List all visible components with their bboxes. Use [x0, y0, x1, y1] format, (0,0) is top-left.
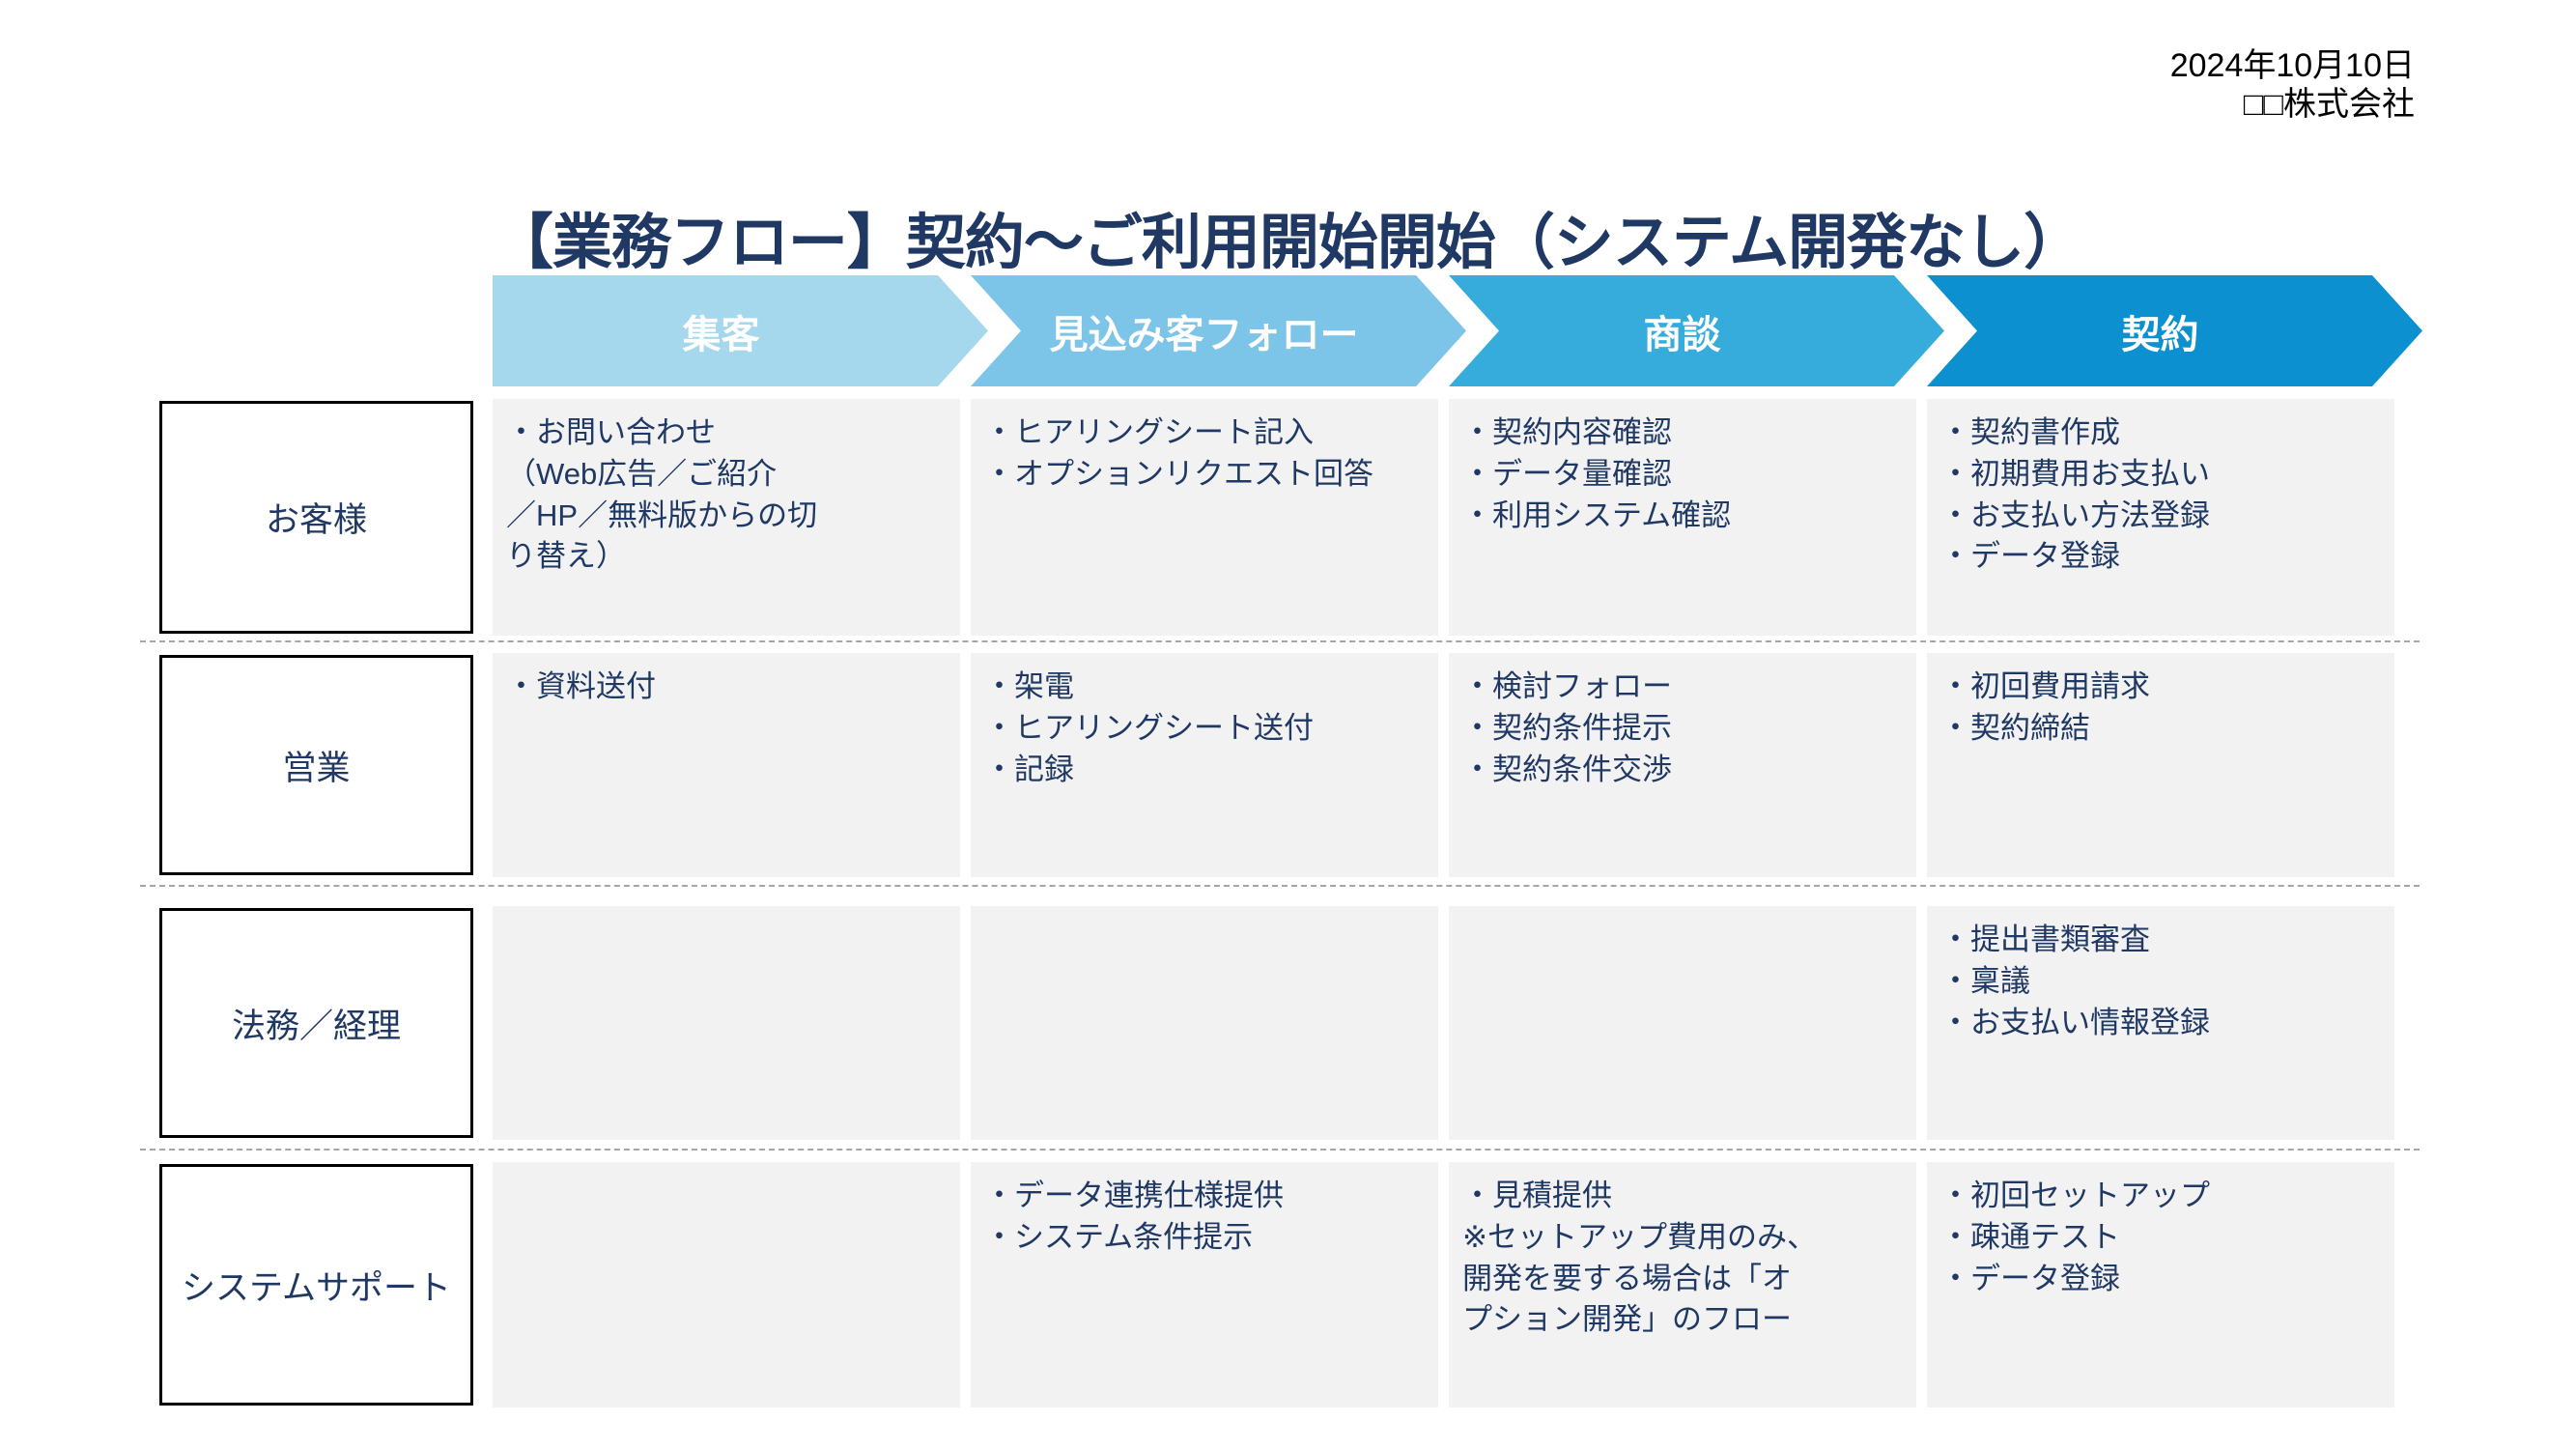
cell-support-keiyaku: ・初回セットアップ ・疎通テスト ・データ登録 — [1927, 1162, 2394, 1407]
lane-sales: 営業 ・資料送付 ・架電 ・ヒアリングシート送付 ・記録 ・検討フォロー ・契約… — [159, 653, 2410, 877]
lane-separator — [140, 885, 2420, 887]
document-meta: 2024年10月10日 □□株式会社 — [2170, 46, 2415, 124]
document-date: 2024年10月10日 — [2169, 47, 2415, 84]
cell-sales-shuukyaku: ・資料送付 — [493, 653, 960, 877]
cell-legal-shoudan — [1449, 906, 1916, 1140]
cell-support-shuukyaku — [493, 1162, 960, 1407]
phase-label: 契約 — [2121, 313, 2199, 356]
cell-customer-follow: ・ヒアリングシート記入 ・オプションリクエスト回答 — [971, 399, 1438, 636]
cell-sales-keiyaku: ・初回費用請求 ・契約締結 — [1927, 653, 2394, 877]
cell-legal-keiyaku: ・提出書類審査 ・稟議 ・お支払い情報登録 — [1927, 906, 2394, 1140]
phase-band: 集客 見込み客フォロー 商談 契約 — [493, 275, 2434, 386]
phase-arrow-mikomikyaku-follow: 見込み客フォロー — [971, 275, 1466, 386]
lane-label-text: システムサポート — [182, 1268, 451, 1307]
lane-label-system-support: システムサポート — [159, 1164, 473, 1406]
lane-customer: お客様 ・お問い合わせ （Web広告／ご紹介 ／HP／無料版からの切 り替え） … — [159, 399, 2410, 636]
cell-legal-follow — [971, 906, 1438, 1140]
cell-customer-shuukyaku: ・お問い合わせ （Web広告／ご紹介 ／HP／無料版からの切 り替え） — [493, 399, 960, 636]
phase-arrow-shuukyaku: 集客 — [493, 275, 988, 386]
cell-support-shoudan: ・見積提供 ※セットアップ費用のみ、 開発を要する場合は「オ プション開発」のフ… — [1449, 1162, 1916, 1407]
cell-support-follow: ・データ連携仕様提供 ・システム条件提示 — [971, 1162, 1438, 1407]
lane-separator — [140, 1149, 2420, 1151]
cell-sales-follow: ・架電 ・ヒアリングシート送付 ・記録 — [971, 653, 1438, 877]
lane-separator — [140, 640, 2420, 642]
cell-customer-shoudan: ・契約内容確認 ・データ量確認 ・利用システム確認 — [1449, 399, 1916, 636]
lane-label-text: 法務／経理 — [231, 1007, 401, 1045]
cell-customer-keiyaku: ・契約書作成 ・初期費用お支払い ・お支払い方法登録 ・データ登録 — [1927, 399, 2394, 636]
phase-arrow-keiyaku: 契約 — [1927, 275, 2422, 386]
lane-label-legal-accounting: 法務／経理 — [159, 908, 473, 1138]
lane-label-text: 営業 — [282, 749, 351, 787]
cell-sales-shoudan: ・検討フォロー ・契約条件提示 ・契約条件交渉 — [1449, 653, 1916, 877]
lane-label-customer: お客様 — [159, 401, 473, 634]
lane-legal-accounting: 法務／経理 ・提出書類審査 ・稟議 ・お支払い情報登録 — [159, 906, 2410, 1140]
phase-label: 商談 — [1643, 313, 1721, 356]
page-title: 【業務フロー】契約～ご利用開始開始（システム開発なし） — [493, 209, 2083, 276]
lane-label-sales: 営業 — [159, 655, 473, 875]
lane-system-support: システムサポート ・データ連携仕様提供 ・システム条件提示 ・見積提供 ※セット… — [159, 1162, 2410, 1407]
phase-label: 見込み客フォロー — [1049, 313, 1359, 356]
phase-arrow-shoudan: 商談 — [1449, 275, 1944, 386]
phase-label: 集客 — [682, 313, 760, 356]
lane-label-text: お客様 — [265, 501, 367, 539]
cell-legal-shuukyaku — [493, 906, 960, 1140]
company-name: □□株式会社 — [2243, 86, 2415, 124]
